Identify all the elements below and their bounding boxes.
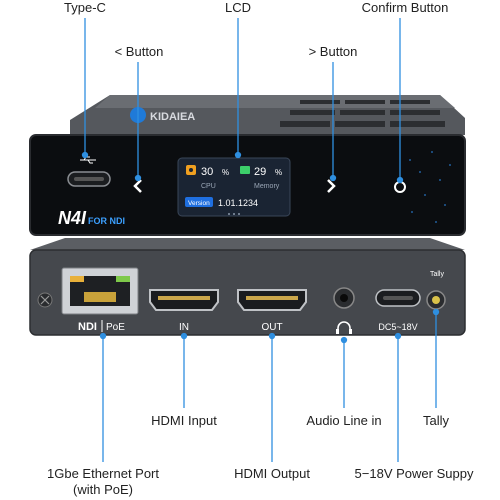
back-label-out: OUT [261,322,282,333]
lcd-cpu-label: CPU [201,183,216,190]
lcd-memory-value: 29 [254,166,266,178]
lcd-version-label: Version [188,200,210,207]
headphones-icon [336,321,352,334]
callout-lcd: LCD [224,0,252,15]
callout-type-c: Type-C [64,0,106,15]
back-label-in: IN [179,322,189,333]
model-badge: FOR NDI [88,216,125,226]
callout-tally: Tally [422,413,450,428]
back-label-dc: DC5~18V [378,322,417,332]
callout-hdmi-input: HDMI Input [151,413,217,428]
memory-icon [240,166,250,174]
callout-confirm-button: Confirm Button [361,0,449,15]
callout-prev-button: < Button [114,44,164,59]
callout-lines [81,18,440,462]
version-badge [185,197,213,207]
callout-ethernet: 1Gbe Ethernet Port (with PoE) [47,466,159,498]
callout-power-supply: 5−18V Power Suppy [354,466,474,481]
callout-audio-line-in: Audio Line in [306,413,382,428]
lcd-version-value: 1.01.1234 [218,198,258,208]
brand-logo: KIDAIEA [150,111,195,123]
callout-ethernet-sub: (with PoE) [73,482,133,497]
back-device: NDI PoE IN OUT DC5~18V Tally [29,238,466,336]
next-button-glyph[interactable] [327,179,336,193]
back-label-poe: PoE [106,322,125,333]
lcd-cpu-value: 30 [201,166,213,178]
front-device: KIDAIEA 30 % CPU [29,95,466,236]
back-label-tally: Tally [430,271,445,278]
model-logo: N4I [58,208,87,228]
lcd-cpu-unit: % [222,168,229,177]
callout-hdmi-output: HDMI Output [234,466,310,481]
lcd-memory-unit: % [275,168,282,177]
lcd-memory-label: Memory [254,183,280,190]
back-label-ndi: NDI [78,321,97,333]
prev-button-glyph[interactable] [133,179,142,193]
callout-next-button: > Button [308,44,358,59]
callout-ethernet-title: 1Gbe Ethernet Port [46,466,160,481]
